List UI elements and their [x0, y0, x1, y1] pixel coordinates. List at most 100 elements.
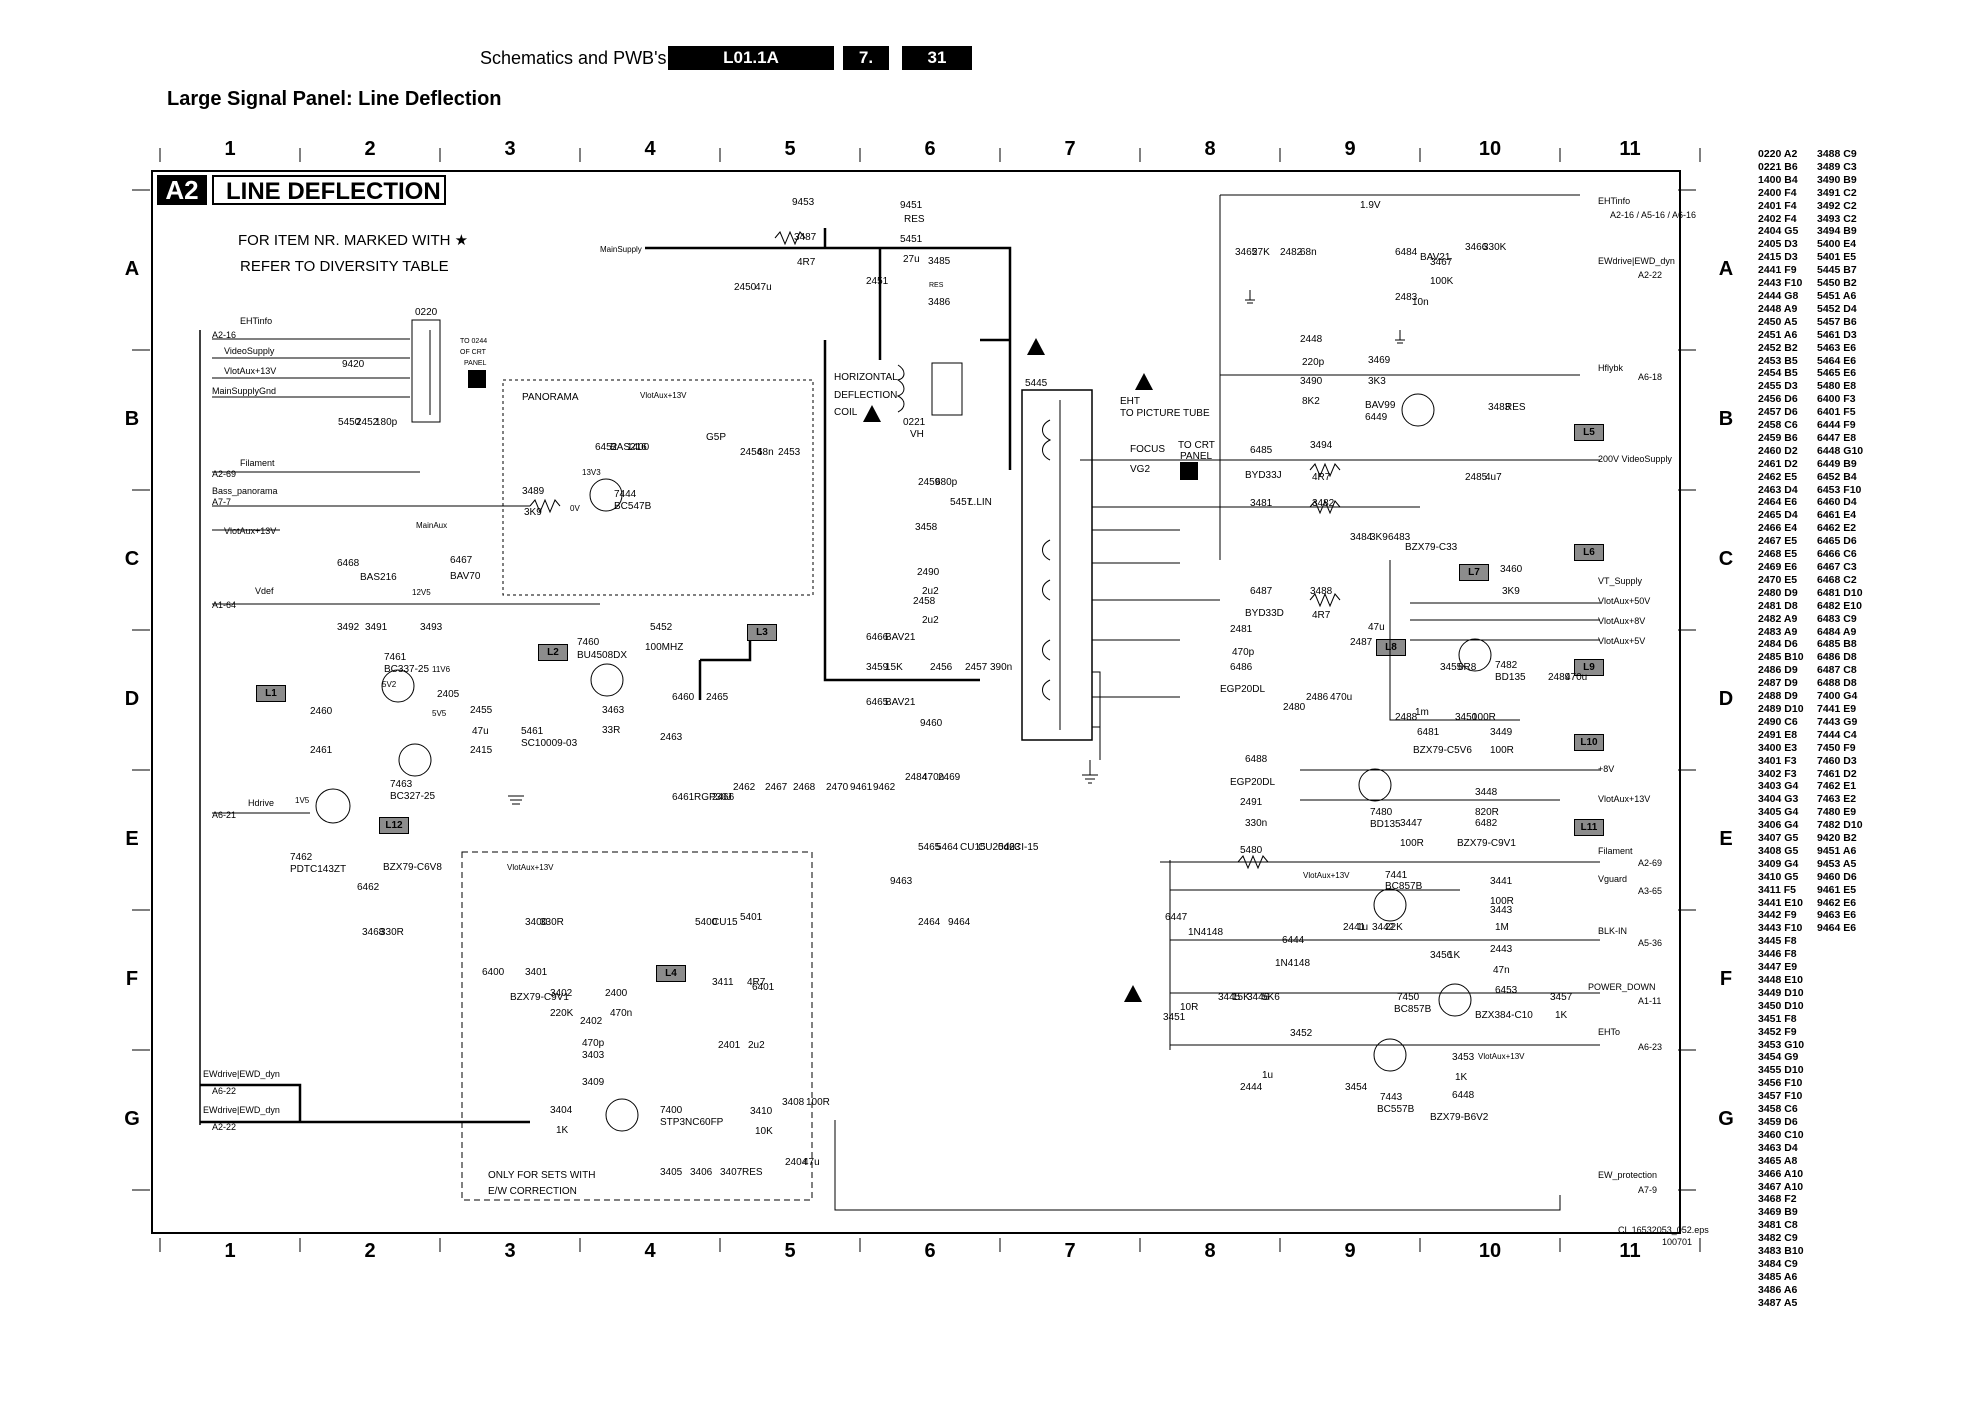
conn-r-vt-supply: VT_Supply [1598, 576, 1643, 586]
lbl-egp20dl: EGP20DL [1220, 684, 1265, 695]
lbl-2441: 2441 [1343, 922, 1366, 933]
lbl-2490: 2490 [917, 567, 940, 578]
xref-column-1: 0220 A2 0221 B6 1400 B4 2400 F4 2401 F4 … [1758, 148, 1805, 1309]
lbl-22k: 22K [1385, 922, 1403, 933]
lbl-1v9: 1.9V [1360, 200, 1381, 211]
lbl-330n: 330n [1245, 818, 1267, 829]
conn-r-vlotaux-50v: VlotAux+50V [1598, 596, 1650, 606]
lbl-bav21-c: BAV21 [1420, 252, 1451, 263]
lbl-3409: 3409 [582, 1077, 605, 1088]
conn-r-ewdrive-ref: A2-22 [1638, 270, 1662, 280]
lbl-9461: 9461 [850, 782, 873, 793]
lbl-5v2: 5V2 [382, 680, 397, 689]
lbl-2401-2u2: 2u2 [748, 1040, 765, 1051]
lbl-15k-b: 15K [1232, 992, 1250, 1003]
lbl-2490-2u2: 2u2 [922, 586, 939, 597]
lbl-byd33d: BYD33D [1245, 608, 1284, 619]
grid-row-b-right: B [1718, 408, 1734, 430]
lbl-2461: 2461 [310, 745, 333, 756]
lbl-3465: 3465 [1235, 247, 1258, 258]
lbl-2485: 2485 [1465, 472, 1488, 483]
lbl-6461: 6461 [672, 792, 695, 803]
lbl-3484: 3484 [1350, 532, 1373, 543]
lbl-llin: L.LIN [968, 497, 992, 508]
lbl-6481: 6481 [1417, 727, 1440, 738]
lbl-5v5: 5V5 [432, 709, 447, 718]
lbl-3402: 3402 [550, 988, 573, 999]
lbl-2491: 2491 [1240, 797, 1263, 808]
lbl-6462: 6462 [357, 882, 380, 893]
lbl-7450: 7450 [1397, 992, 1420, 1003]
lbl-vlotaux-3453: VlotAux+13V [1478, 1052, 1525, 1061]
lbl-9451: 9451 [900, 200, 923, 211]
conn-videosupply: VideoSupply [224, 346, 275, 356]
lbl-7460: 7460 [577, 637, 600, 648]
grid-row-d: D [124, 688, 140, 710]
lbl-3493: 3493 [420, 622, 443, 633]
conn-ewdrive-2-ref: A2-22 [212, 1122, 236, 1132]
lbl-3446: 3446 [1247, 992, 1270, 1003]
lbl-vg2: VG2 [1130, 464, 1150, 475]
conn-bass-panorama-ref: A7-7 [212, 497, 231, 507]
lbl-5k6: 5K6 [1262, 992, 1280, 1003]
lbl-2467: 2467 [765, 782, 788, 793]
lbl-15k: 15K [885, 662, 903, 673]
lbl-2464: 2464 [918, 917, 941, 928]
lbl-7443: 7443 [1380, 1092, 1403, 1103]
tag-l3: L3 [747, 624, 777, 641]
grid-row-d-right: D [1718, 688, 1734, 710]
lbl-6444: 6444 [1282, 935, 1305, 946]
lbl-3450: 3450 [1455, 712, 1478, 723]
lbl-bzx79-c9v1-b: BZX79-C9V1 [510, 992, 569, 1003]
lbl-2400: 2400 [605, 988, 628, 999]
lbl-6447: 6447 [1165, 912, 1188, 923]
lbl-470p: 470p [1232, 647, 1255, 658]
lbl-2451: 2451 [866, 276, 889, 287]
lbl-3407: 3407 [720, 1167, 743, 1178]
lbl-2468: 2468 [793, 782, 816, 793]
conn-r-power-down-ref: A1-11 [1638, 996, 1661, 1006]
lbl-3k9-b: 3K9 [1370, 532, 1388, 543]
conn-r-vlotaux-13v: VlotAux+13V [1598, 794, 1650, 804]
lbl-3483-res: RES [1505, 402, 1526, 413]
lbl-mainsupply: MainSupply [600, 245, 642, 254]
grid-col-8: 8 [1204, 138, 1216, 160]
lbl-680p: 680p [935, 477, 958, 488]
grid-row-g-right: G [1718, 1108, 1734, 1130]
lbl-3401: 3401 [525, 967, 548, 978]
lbl-4r7: 4R7 [797, 257, 816, 268]
lbl-7444-0v: 0V [570, 504, 580, 513]
lbl-6460: 6460 [672, 692, 695, 703]
conn-r-blk-in-ref: A5-36 [1638, 938, 1662, 948]
conn-r-ew-protection: EW_protection [1598, 1170, 1657, 1180]
lbl-6453: 6453 [1495, 985, 1518, 996]
conn-r-filament-ref: A2-69 [1638, 858, 1662, 868]
lbl-egp20dl-b: EGP20DL [1230, 777, 1275, 788]
lbl-panel: PANEL [464, 360, 487, 367]
lbl-5450: 5450 [338, 417, 361, 428]
lbl-3400: 3400 [525, 917, 548, 928]
lbl-bav70: BAV70 [450, 571, 481, 582]
lbl-470u: 470u [1330, 692, 1352, 703]
grid-col-7-bottom: 7 [1064, 1240, 1076, 1262]
lbl-cu20d2: CU20d2 [978, 842, 1015, 853]
lbl-220k: 220K [550, 1008, 574, 1019]
lbl-6r8: 6R8 [1458, 662, 1477, 673]
lbl-3453-1k: 1K [1455, 1072, 1468, 1083]
lbl-cu15-b: CU15 [712, 917, 738, 928]
grid-col-5-bottom: 5 [784, 1240, 796, 1262]
lbl-2404-47u: 47u [803, 1157, 820, 1168]
conn-r-ewdrive: EWdrive|EWD_dyn [1598, 256, 1675, 266]
file-ref: CL 16532053_052.eps [1618, 1225, 1709, 1235]
grid-col-9-bottom: 9 [1344, 1240, 1356, 1262]
lbl-4u7: 4u7 [1485, 472, 1502, 483]
lbl-180p: 180p [375, 417, 398, 428]
lbl-3492: 3492 [337, 622, 360, 633]
lbl-3404-1k: 1K [556, 1125, 569, 1136]
lbl-bas216: BAS216 [610, 442, 647, 453]
grid-col-9: 9 [1344, 138, 1356, 160]
lbl-470p-b: 470p [582, 1038, 605, 1049]
grid-col-11: 11 [1619, 138, 1641, 160]
lbl-eht: EHT [1120, 396, 1140, 407]
lbl-2450: 2450 [734, 282, 757, 293]
